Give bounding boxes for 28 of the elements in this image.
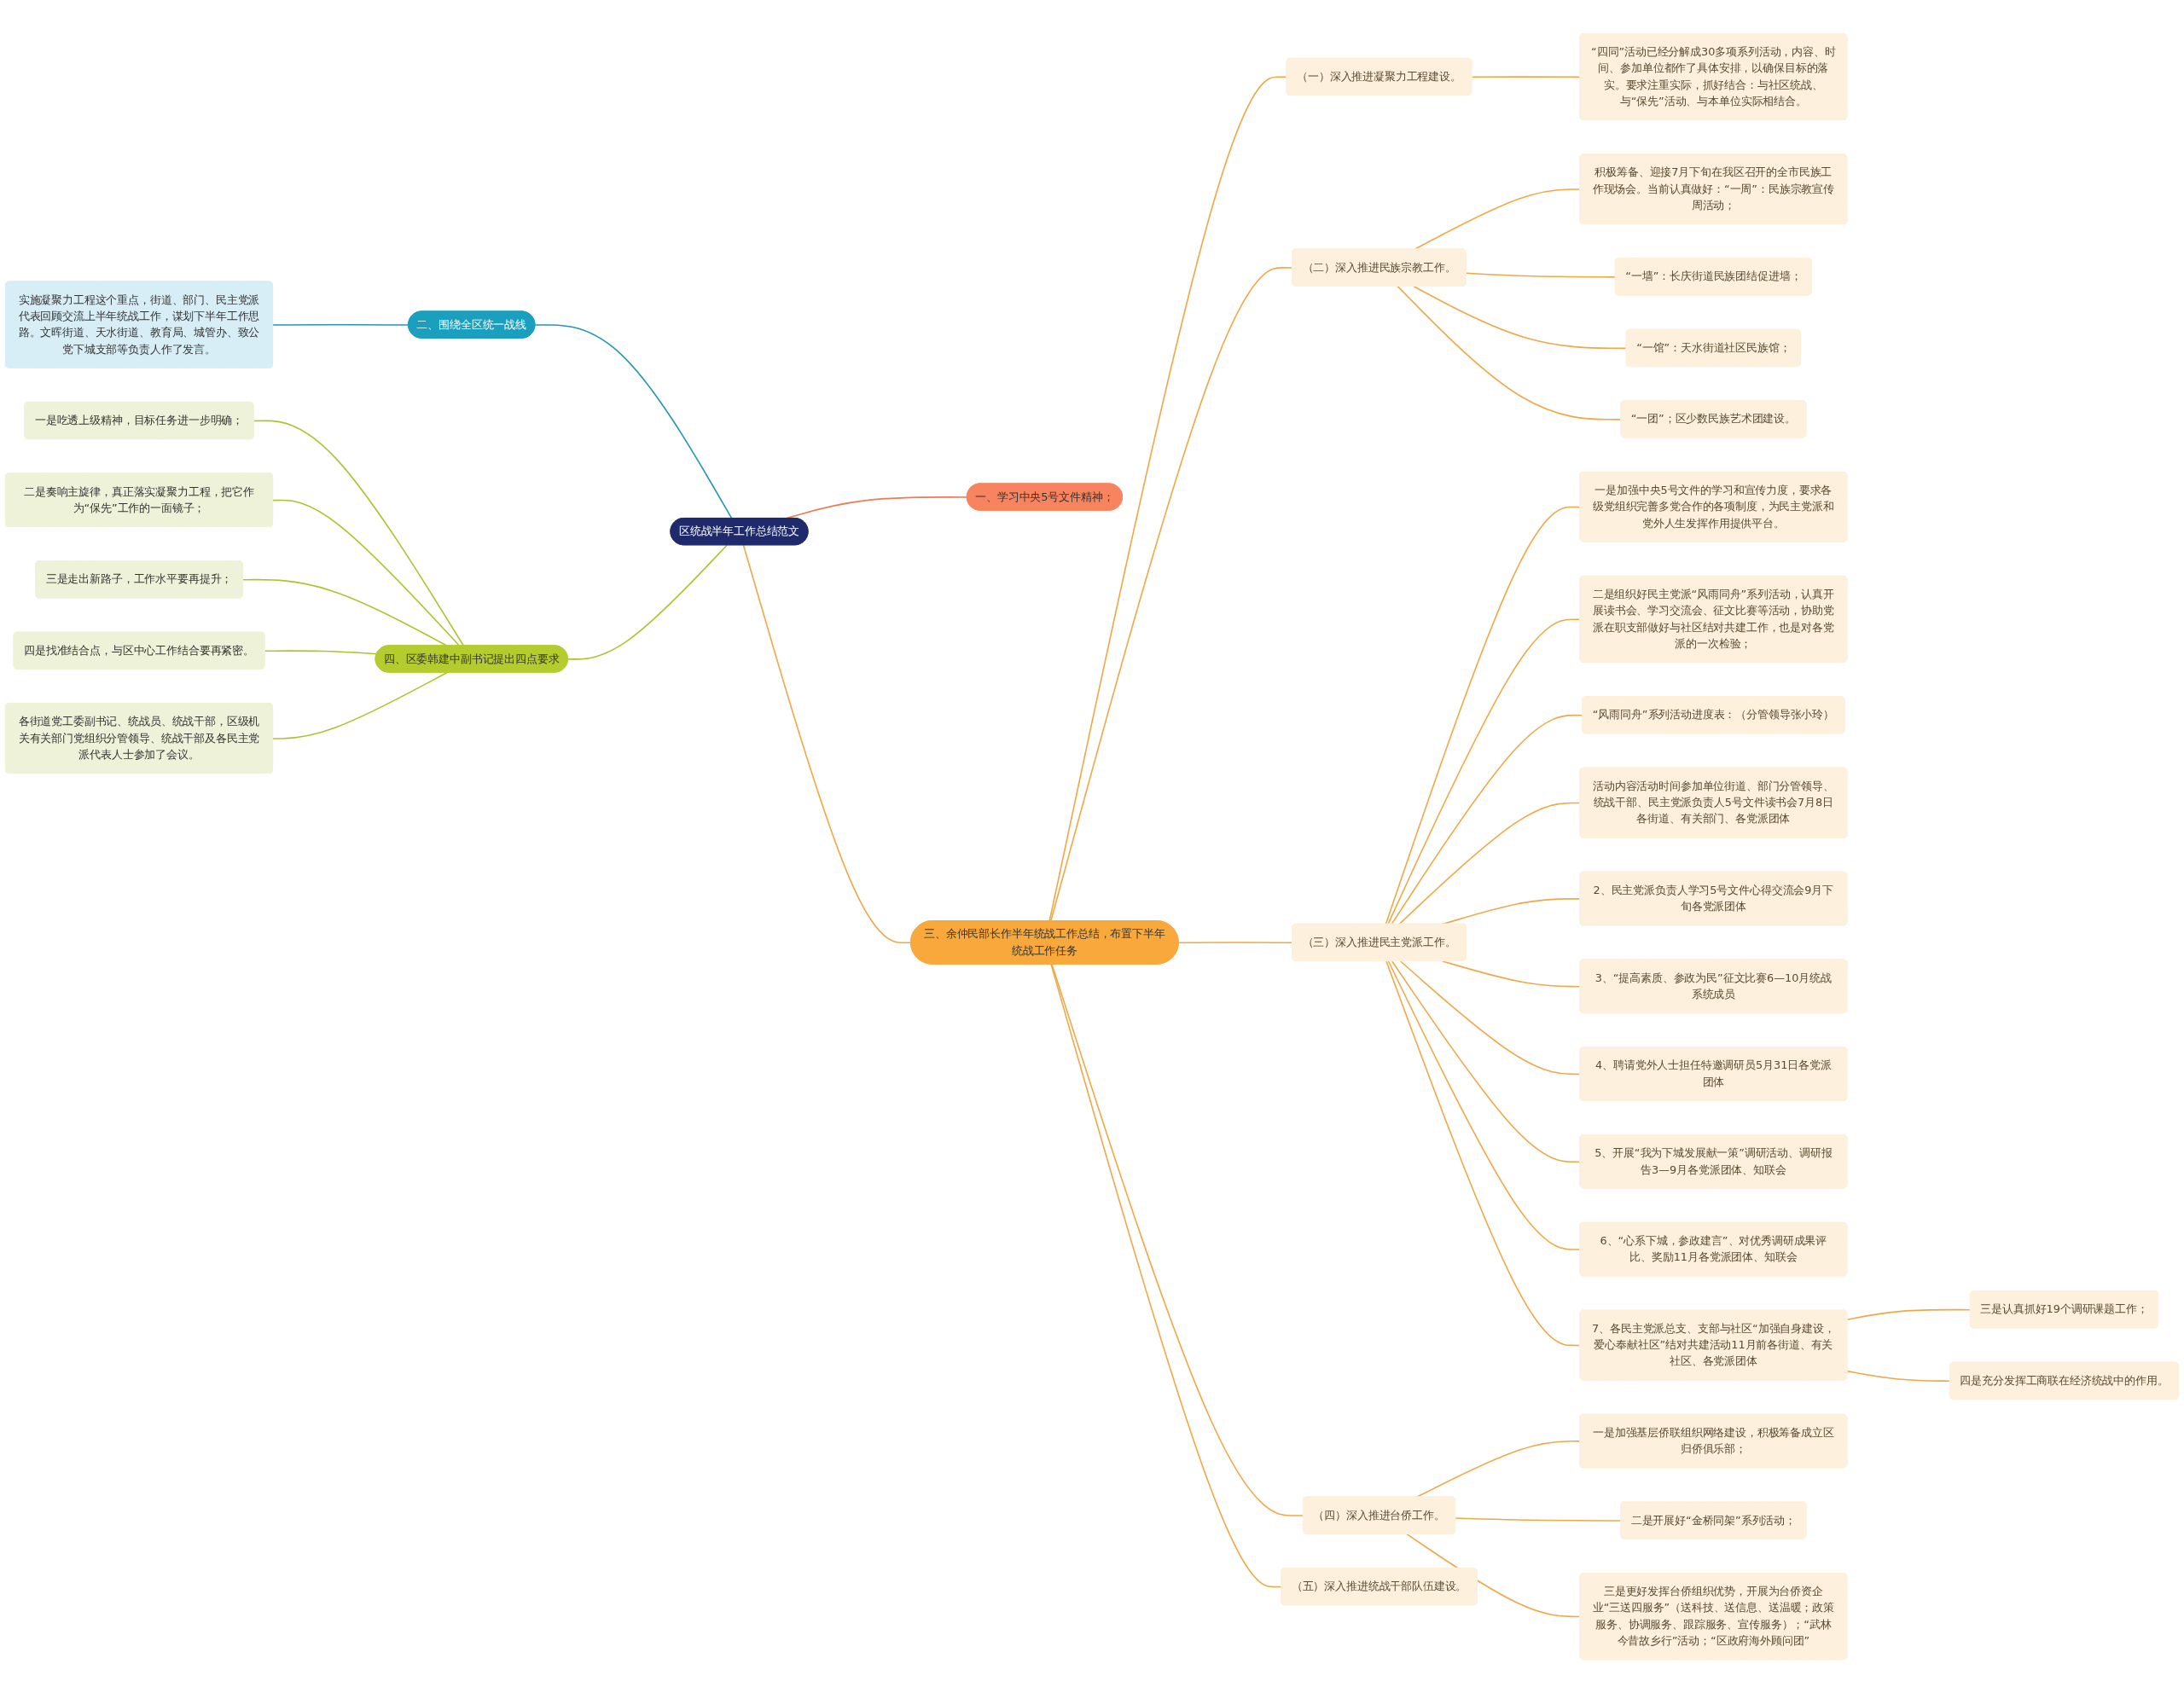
connector bbox=[567, 544, 728, 660]
connector bbox=[1051, 963, 1304, 1516]
connector bbox=[1050, 963, 1282, 1588]
connector bbox=[742, 544, 912, 944]
connector bbox=[1048, 76, 1288, 922]
connector bbox=[1406, 1533, 1581, 1618]
connector bbox=[1399, 960, 1581, 1076]
connector bbox=[1177, 942, 1293, 944]
connector bbox=[264, 650, 378, 655]
connector bbox=[1846, 1308, 1972, 1321]
connector bbox=[1049, 267, 1293, 922]
connector bbox=[272, 323, 410, 326]
connector bbox=[1466, 272, 1617, 278]
connector bbox=[1455, 1517, 1622, 1522]
connector bbox=[1441, 960, 1581, 988]
connector bbox=[1385, 506, 1581, 925]
connector bbox=[1391, 714, 1583, 925]
connector bbox=[1391, 960, 1581, 1163]
connector bbox=[1471, 76, 1581, 78]
connector bbox=[534, 324, 733, 519]
connector bbox=[1387, 618, 1581, 925]
connector bbox=[1387, 960, 1581, 1250]
connector bbox=[1846, 1370, 1951, 1383]
connector bbox=[1398, 802, 1581, 925]
connector bbox=[1397, 285, 1622, 420]
connector bbox=[1385, 960, 1581, 1347]
connector bbox=[272, 671, 448, 739]
connector bbox=[1413, 285, 1628, 350]
